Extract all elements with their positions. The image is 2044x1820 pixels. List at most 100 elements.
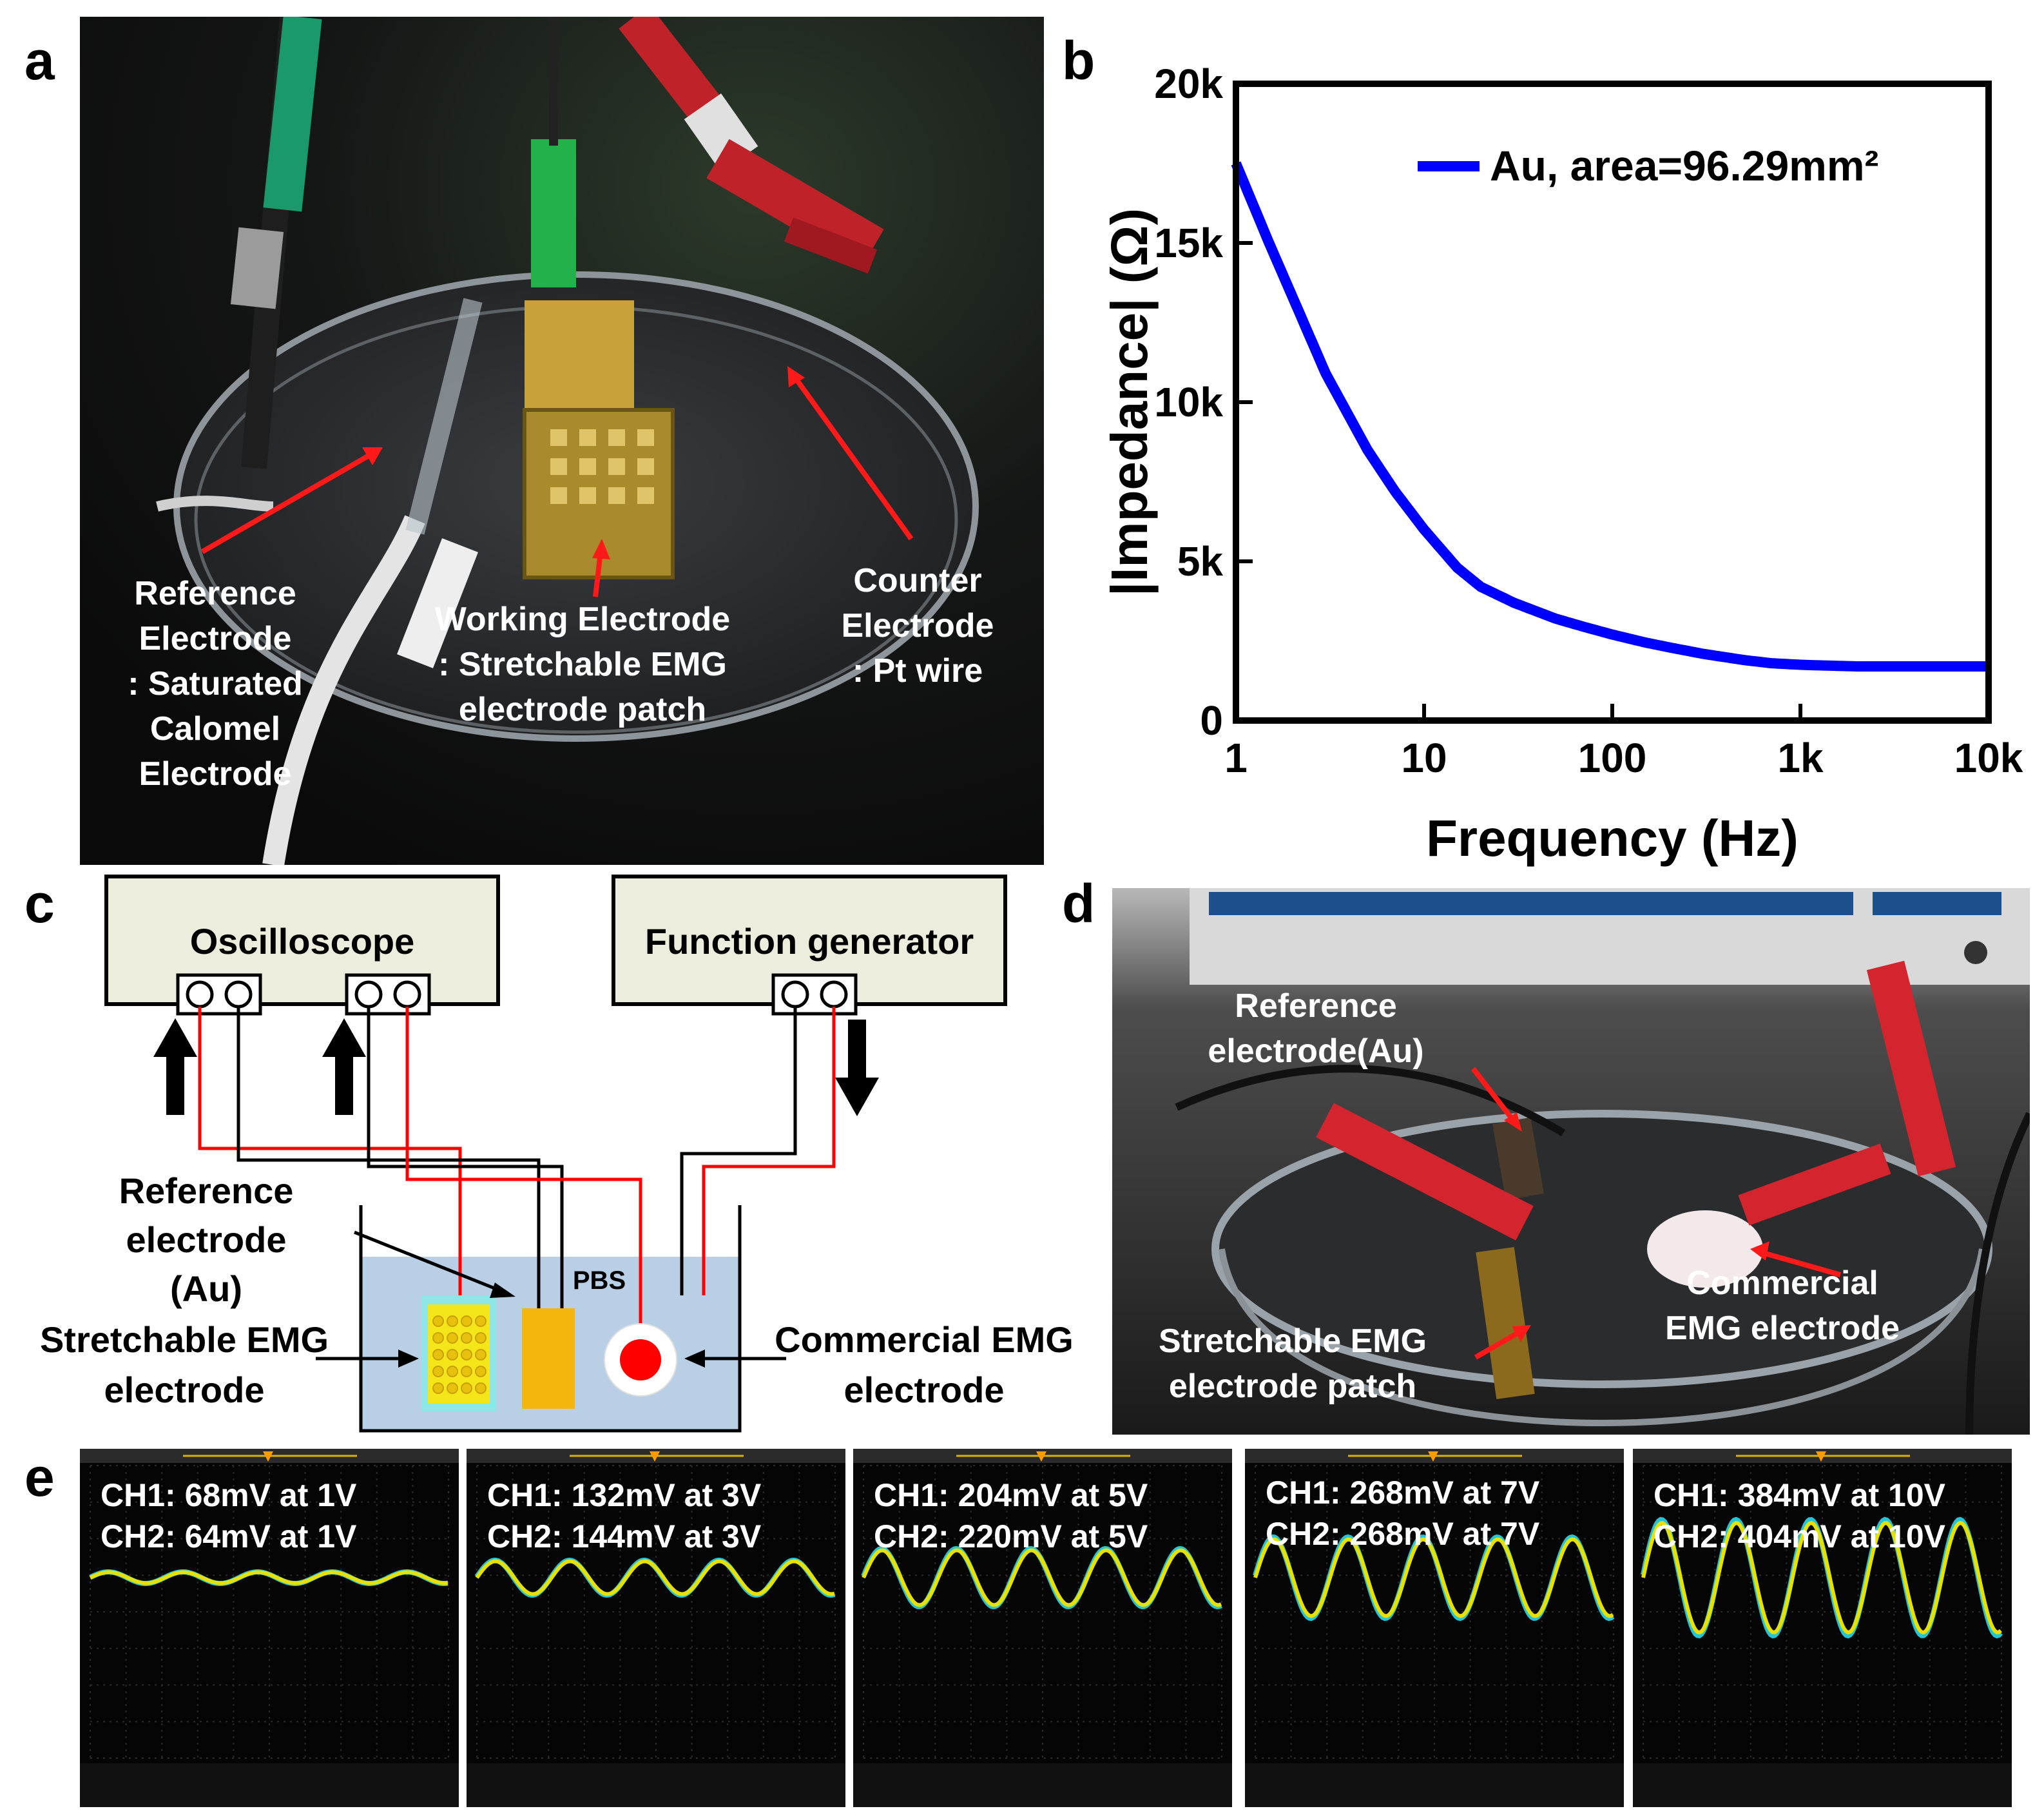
electrode-pad (475, 1382, 487, 1394)
reference-au-label: Reference electrode (Au) (119, 1170, 294, 1309)
oscilloscope-screens: CH1: 68mV at 1V CH2: 64mV at 1V CH1: 132… (80, 1449, 2026, 1810)
electrode-pad (432, 1382, 444, 1394)
scope-trace-plot (467, 1449, 845, 1807)
working-electrode-label: Working Electrode : Stretchable EMG elec… (434, 601, 731, 728)
oscilloscope-box (104, 875, 500, 1006)
x-tick-label: 10k (1954, 735, 2023, 781)
legend-label: Au, area=96.29mm² (1490, 142, 1879, 189)
commercial-emg-photo-label: Commercial EMG electrode (1664, 1264, 1900, 1347)
y-tick-label: 10k (1154, 379, 1223, 425)
x-tick-label: 10 (1401, 735, 1447, 781)
impedance-chart-svg: 1 10 100 1k 10k 0 5k 10k 15k 20k Au, area=96.29mm… (1101, 61, 2023, 867)
trigger-marker-icon (263, 1451, 273, 1462)
electrode-pad (461, 1382, 472, 1394)
x-axis-label: Frequency (Hz) (1426, 809, 1798, 867)
oscilloscope-label: Oscilloscope (190, 921, 415, 962)
electrode-pad (447, 1366, 458, 1377)
ch2-reading: CH2: 404mV at 10V (1654, 1518, 1946, 1554)
x-tick-label: 100 (1578, 735, 1647, 781)
y-axis-label: |Impedance| (Ω) (1101, 208, 1159, 596)
scope-screen-1: CH1: 68mV at 1V CH2: 64mV at 1V (80, 1449, 459, 1807)
scope-screen-4: CH1: 268mV at 7V CH2: 268mV at 7V (1245, 1449, 1624, 1807)
panel-a-illustration (80, 5, 1044, 867)
arrow-up-icon (153, 1018, 197, 1115)
ch1-trace (475, 1559, 835, 1596)
stretchable-emg-label: Stretchable EMG electrode (39, 1319, 329, 1410)
ch1-reading: CH1: 384mV at 10V (1654, 1477, 1946, 1513)
ch1-trace (862, 1548, 1222, 1607)
ch1-trace (1641, 1520, 2002, 1635)
scope-screen-5: CH1: 384mV at 10V CH2: 404mV at 10V (1633, 1449, 2012, 1807)
arrow-down-icon (835, 1020, 879, 1116)
stretchable-patch-photo-label: Stretchable EMG electrode patch (1158, 1322, 1427, 1405)
panel-a-photo: Reference Electrode : Saturated Calomel … (80, 5, 1044, 867)
electrode-pad (475, 1332, 487, 1344)
panel-letter-b: b (1062, 30, 1095, 91)
electrode-pad (432, 1366, 444, 1377)
scope-screen-3: CH1: 204mV at 5V CH2: 220mV at 5V (853, 1449, 1232, 1807)
ch2-reading: CH2: 220mV at 5V (874, 1518, 1148, 1554)
y-tick-label: 20k (1154, 61, 1223, 107)
pbs-label: PBS (573, 1266, 626, 1295)
scope-measurement-area (1633, 1763, 2012, 1807)
counter-electrode-label: Counter Electrode : Pt wire (841, 562, 994, 690)
scope-trace-plot (1245, 1449, 1624, 1807)
reference-au-photo-label: Reference electrode(Au) (1208, 987, 1424, 1070)
y-tick-label: 15k (1154, 220, 1223, 266)
y-tick-label: 0 (1200, 697, 1223, 744)
schematic-svg: Oscilloscope Function generator PBS (104, 875, 1007, 1433)
ch2-reading: CH2: 64mV at 1V (101, 1518, 357, 1554)
ch2-reading: CH2: 144mV at 3V (487, 1518, 762, 1554)
trigger-marker-icon (1428, 1451, 1438, 1462)
y-tick-label: 5k (1177, 538, 1224, 585)
panel-c-schematic: Oscilloscope Function generator PBS Refe… (0, 870, 1095, 1437)
plot-frame (1233, 81, 1992, 724)
arrow-up-icon (322, 1018, 366, 1115)
electrode-pad (475, 1349, 487, 1360)
scope-trace-plot (1633, 1449, 2012, 1807)
electrode-pad (447, 1332, 458, 1344)
panel-letter-d: d (1062, 873, 1095, 934)
electrode-pad (461, 1332, 472, 1344)
impedance-chart: 1 10 100 1k 10k 0 5k 10k 15k 20k Au, area=96.29mm… (1070, 39, 2044, 876)
reference-electrode-label: Reference Electrode : Saturated Calomel … (128, 575, 303, 793)
trigger-marker-icon (1036, 1451, 1046, 1462)
ch2-reading: CH2: 268mV at 7V (1266, 1516, 1540, 1552)
scope-measurement-area (80, 1763, 459, 1807)
electrode-pad (475, 1315, 487, 1327)
trigger-marker-icon (650, 1451, 660, 1462)
commercial-emg-label: Commercial EMG electrode (775, 1319, 1074, 1410)
ch1-reading: CH1: 132mV at 3V (487, 1477, 762, 1513)
electrode-pad (432, 1332, 444, 1344)
scope-measurement-area (1245, 1763, 1624, 1807)
scope-measurement-area (853, 1763, 1232, 1807)
scope-screen-2: CH1: 132mV at 3V CH2: 144mV at 3V (467, 1449, 845, 1807)
electrode-pad (461, 1349, 472, 1360)
trigger-marker-icon (1816, 1451, 1826, 1462)
scope-trace-plot (80, 1449, 459, 1807)
electrode-pad (475, 1366, 487, 1377)
x-tick-label: 1 (1224, 735, 1248, 781)
panel-letter-c: c (24, 873, 55, 934)
panel-letter-a: a (24, 30, 55, 91)
ch1-reading: CH1: 204mV at 5V (874, 1477, 1148, 1513)
electrode-pad (447, 1315, 458, 1327)
panel-letter-e: e (24, 1447, 55, 1507)
scope-trace-plot (853, 1449, 1232, 1807)
electrode-pad (447, 1382, 458, 1394)
ch1-trace (89, 1570, 448, 1585)
x-tick-label: 1k (1777, 735, 1824, 781)
ch1-reading: CH1: 68mV at 1V (101, 1477, 357, 1513)
electrode-pad (461, 1315, 472, 1327)
electrode-pad (461, 1366, 472, 1377)
series-au-line (1231, 161, 1989, 672)
electrode-pad (432, 1349, 444, 1360)
reference-au-electrode-icon (522, 1308, 575, 1409)
panel-d-illustration (1112, 888, 2034, 1435)
ch1-trace (1253, 1537, 1614, 1618)
function-generator-label: Function generator (645, 921, 974, 962)
ch1-reading: CH1: 268mV at 7V (1266, 1475, 1540, 1511)
electrode-pad (447, 1349, 458, 1360)
scope-measurement-area (467, 1763, 845, 1807)
electrode-pad (432, 1315, 444, 1327)
